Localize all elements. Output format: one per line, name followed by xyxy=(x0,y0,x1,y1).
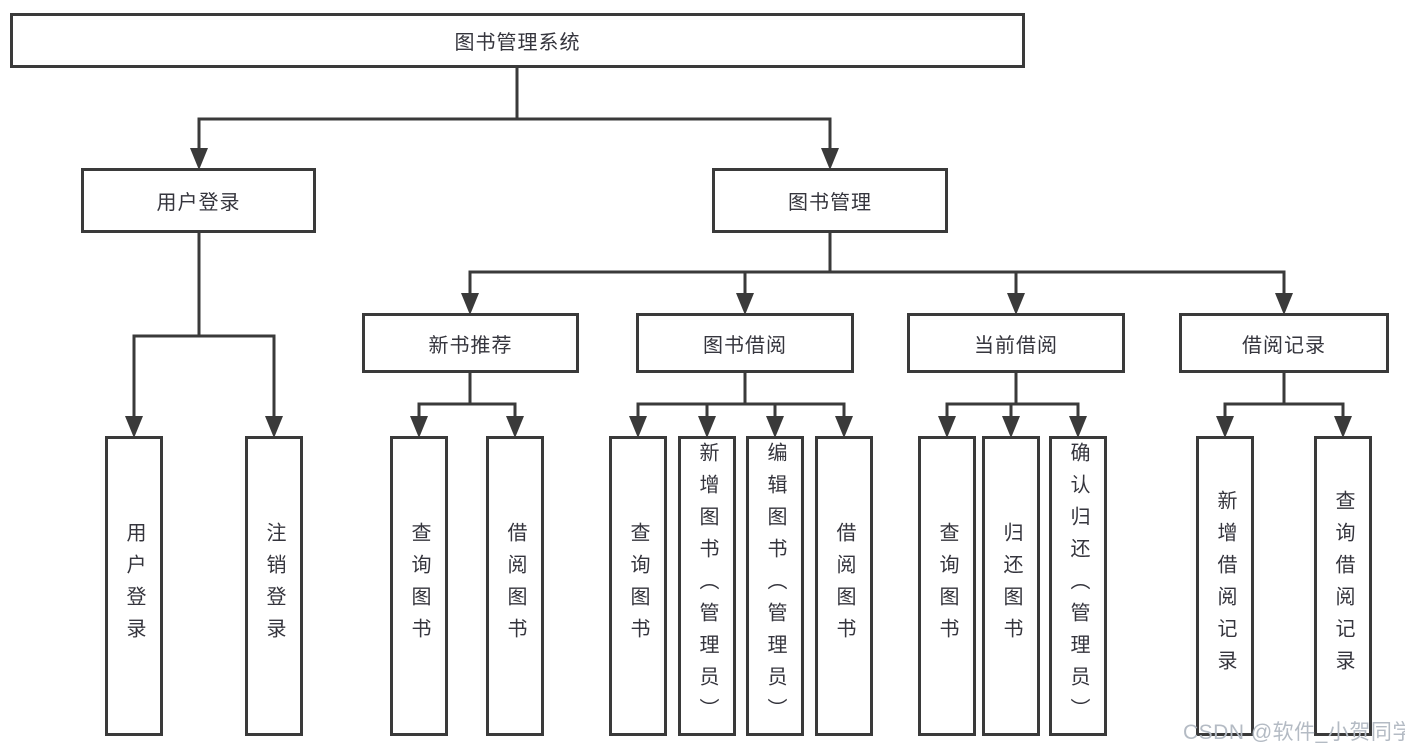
leaf-query-borrow-record: 查询借阅记录 xyxy=(1314,436,1372,736)
node-label: 图书管理系统 xyxy=(454,32,581,54)
leaf-label: 查询图书 xyxy=(408,522,430,650)
leaf-label: 查询借阅记录 xyxy=(1332,490,1354,682)
watermark-text: CSDN @软件_小贺同学 xyxy=(1183,721,1405,744)
leaf-borrow-book: 借阅图书 xyxy=(815,436,873,736)
leaf-edit-book-admin: 编辑图书（管理员） xyxy=(746,436,804,736)
leaf-label: 编辑图书（管理员） xyxy=(764,442,786,730)
node-book-borrowing: 图书借阅 xyxy=(636,313,854,373)
leaf-label: 借阅图书 xyxy=(833,522,855,650)
leaf-label: 新增图书（管理员） xyxy=(696,442,718,730)
leaf-label: 注销登录 xyxy=(263,522,285,650)
node-label: 图书借阅 xyxy=(703,334,787,357)
node-user-login: 用户登录 xyxy=(81,168,316,233)
node-library-system: 图书管理系统 xyxy=(10,13,1025,68)
node-label: 当前借阅 xyxy=(974,334,1058,357)
leaf-user-login: 用户登录 xyxy=(105,436,163,736)
leaf-query-book-borrowing: 查询图书 xyxy=(609,436,667,736)
leaf-label: 用户登录 xyxy=(123,522,145,650)
node-label: 借阅记录 xyxy=(1242,334,1326,357)
node-label: 新书推荐 xyxy=(428,334,513,357)
leaf-add-borrow-record: 新增借阅记录 xyxy=(1196,436,1254,736)
leaf-label: 查询图书 xyxy=(936,522,958,650)
leaf-confirm-return-admin: 确认归还（管理员） xyxy=(1049,436,1107,736)
node-label: 用户登录 xyxy=(156,192,241,214)
leaf-label: 查询图书 xyxy=(627,522,649,650)
leaf-label: 归还图书 xyxy=(1000,522,1022,650)
leaf-query-book-current: 查询图书 xyxy=(918,436,976,736)
leaf-add-book-admin: 新增图书（管理员） xyxy=(678,436,736,736)
leaf-label: 借阅图书 xyxy=(504,522,526,650)
leaf-borrow-book-recommend: 借阅图书 xyxy=(486,436,544,736)
leaf-label: 确认归还（管理员） xyxy=(1067,442,1089,730)
leaf-return-book: 归还图书 xyxy=(982,436,1040,736)
node-label: 图书管理 xyxy=(788,192,872,214)
leaf-query-book-recommend: 查询图书 xyxy=(390,436,448,736)
leaf-label: 新增借阅记录 xyxy=(1214,490,1236,682)
node-current-borrowing: 当前借阅 xyxy=(907,313,1125,373)
node-borrowing-records: 借阅记录 xyxy=(1179,313,1389,373)
node-book-management: 图书管理 xyxy=(712,168,948,233)
leaf-logout: 注销登录 xyxy=(245,436,303,736)
node-new-book-recommend: 新书推荐 xyxy=(362,313,579,373)
